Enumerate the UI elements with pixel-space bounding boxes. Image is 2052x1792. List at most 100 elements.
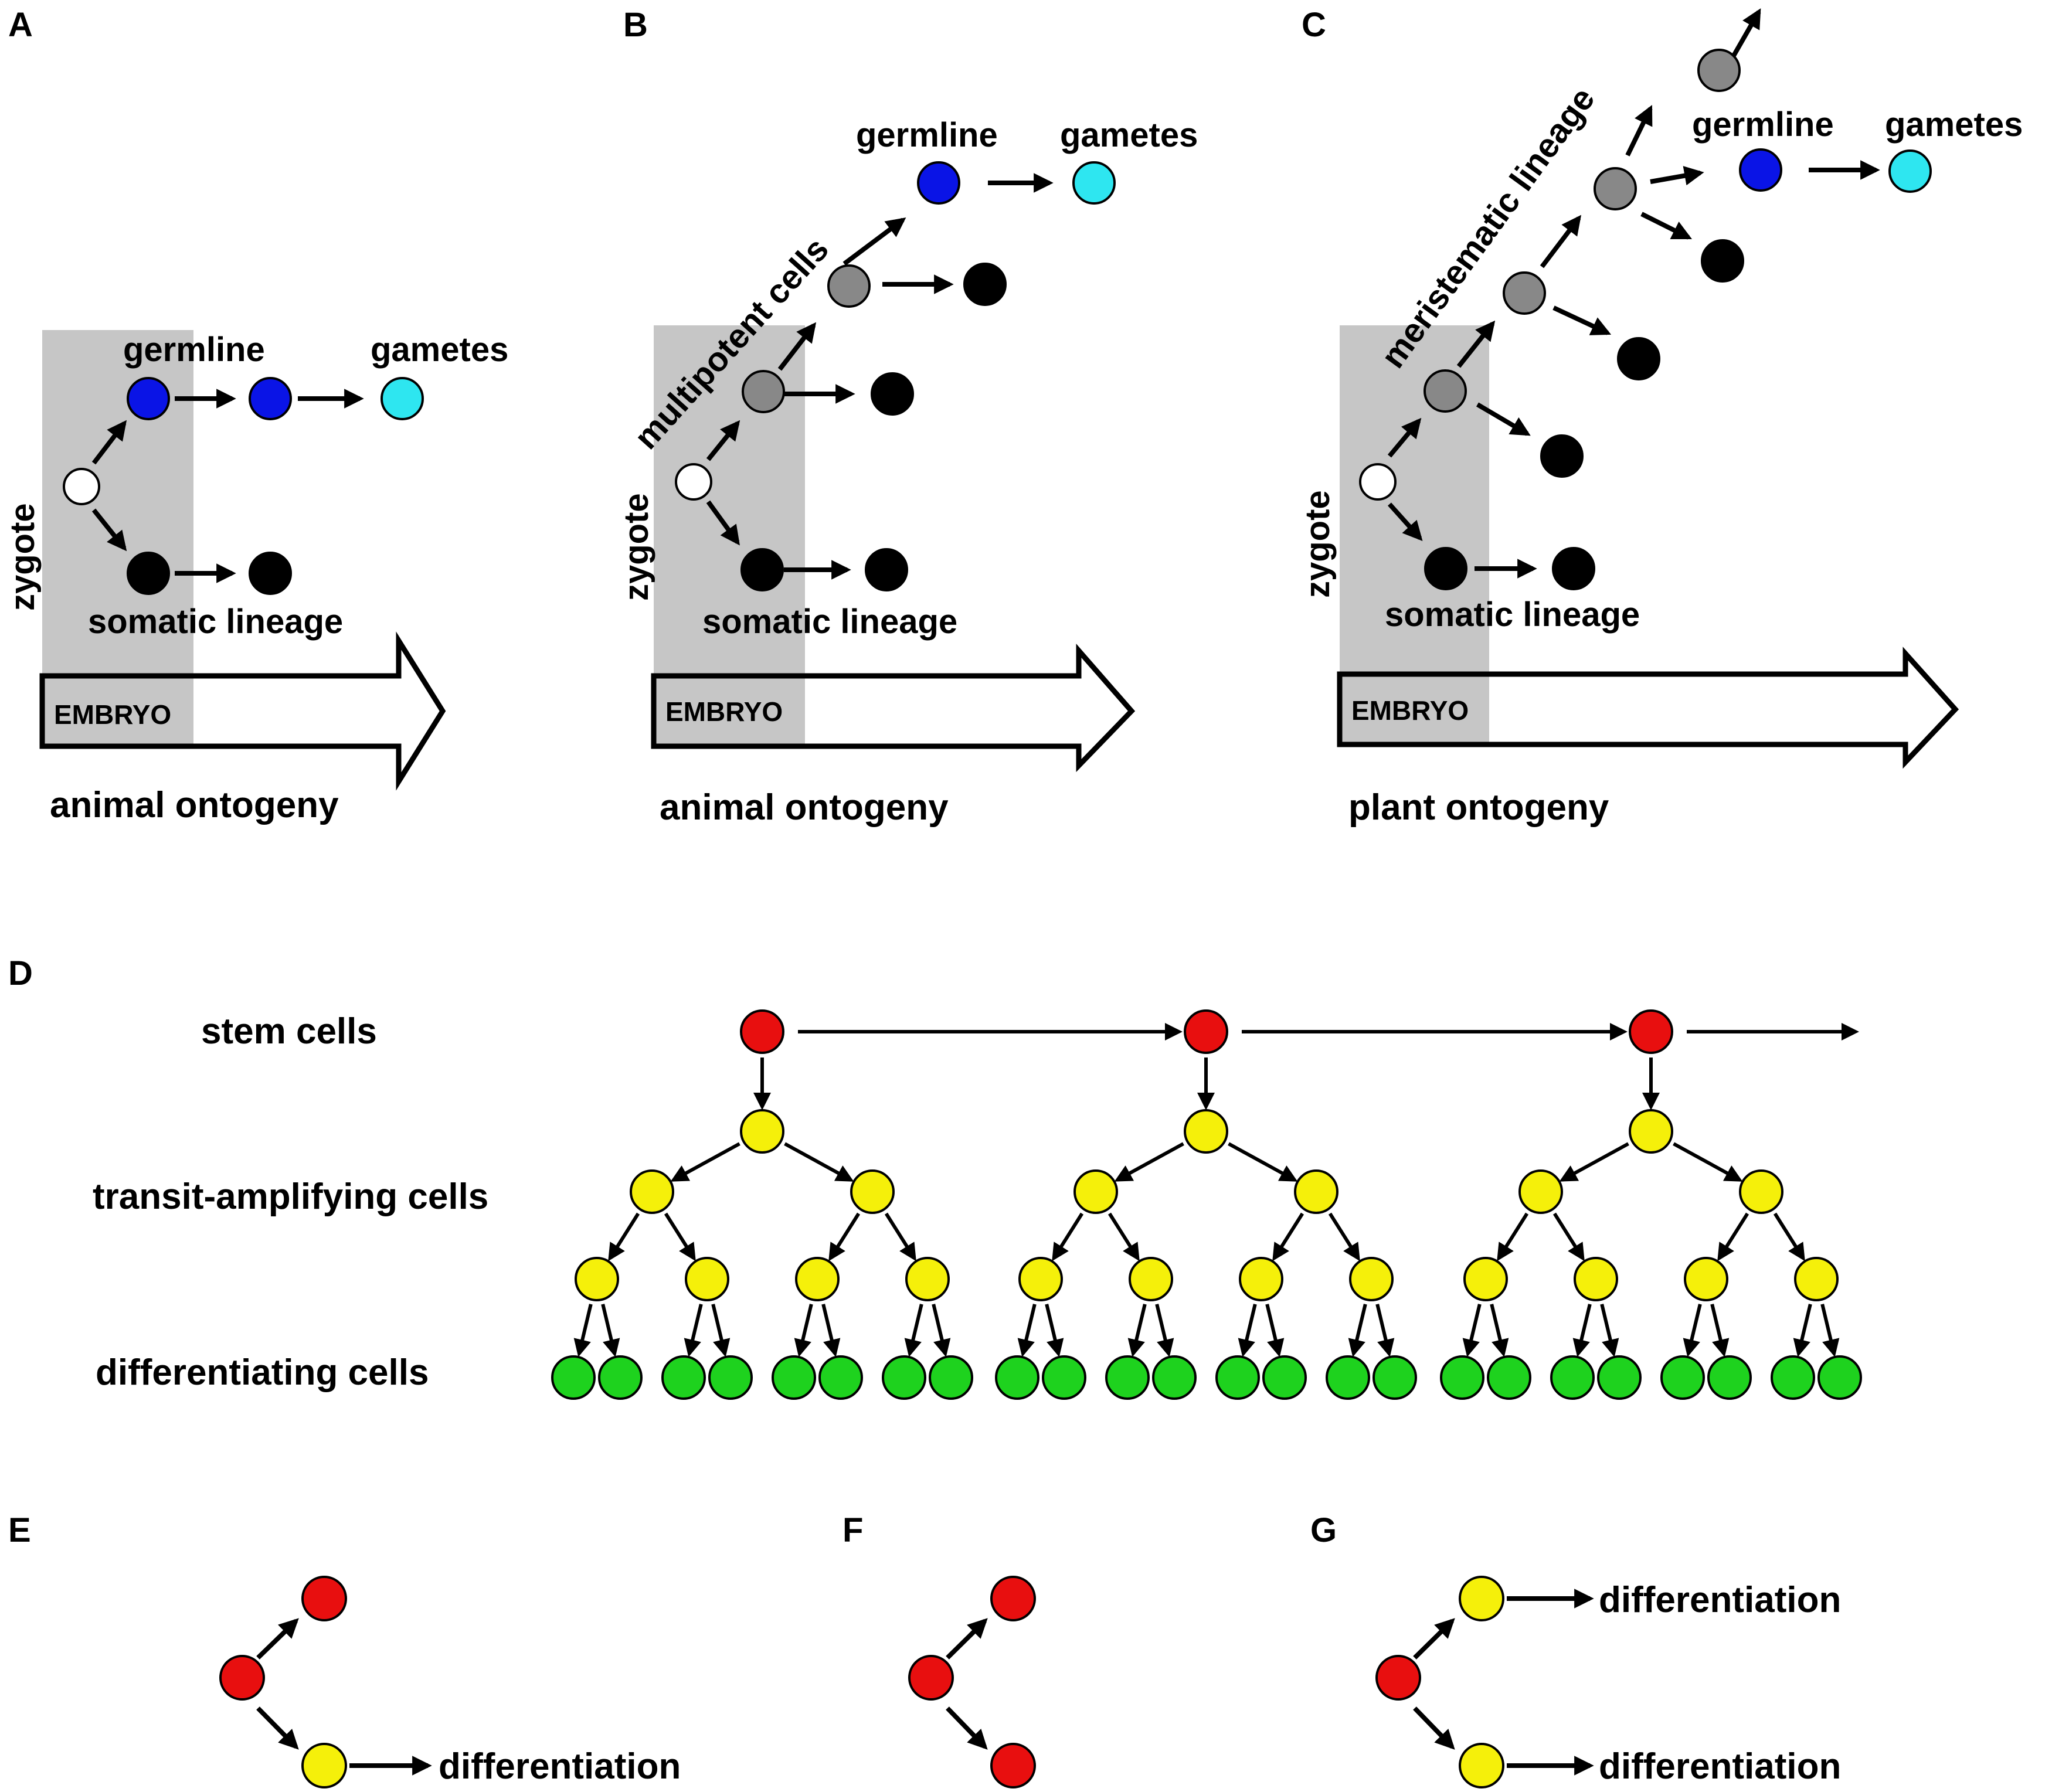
differentiation-label-g-bottom: differentiation: [1599, 1746, 1841, 1787]
differentiating-cell: [1042, 1355, 1086, 1400]
differentiating-cell: [1215, 1355, 1260, 1400]
multipotent-cell-b2: [827, 264, 871, 308]
differentiating-cells-label: differentiating cells: [96, 1352, 429, 1393]
transit-amplifying-cell: [1129, 1257, 1173, 1301]
transit-amplifying-cell: [1073, 1169, 1118, 1214]
differentiating-cell: [661, 1355, 706, 1400]
germline-label-a: germline: [123, 331, 265, 369]
panel-e: E differentiation: [8, 1511, 681, 1788]
somatic-cell-c4: [1424, 547, 1467, 590]
somatic-cell-a: [127, 552, 170, 595]
transit-amplifying-cell: [1463, 1257, 1508, 1301]
transit-amplifying-cell: [1574, 1257, 1618, 1301]
differentiating-cell: [1372, 1355, 1417, 1400]
panel-g: G differentiation differentiation: [1310, 1511, 1841, 1788]
differentiation-arrow: [1462, 1304, 1482, 1357]
transit-amplifying-cell: [685, 1257, 729, 1301]
differentiation-label-g-top: differentiation: [1599, 1580, 1841, 1620]
panel-c: C EMBRYO germline gametes meristematic l…: [1299, 6, 2023, 828]
germline-cell-a: [127, 377, 170, 420]
differentiating-cell: [551, 1355, 596, 1400]
embryo-label-a: EMBRYO: [54, 699, 171, 730]
panel-a: A EMBRYO germline gametes somatic lineag…: [4, 6, 508, 825]
somatic-cell-b1: [871, 372, 914, 416]
caption-b: animal ontogeny: [660, 787, 949, 828]
transit-branch-arrow: [1228, 1142, 1298, 1182]
differentiating-cell: [772, 1355, 816, 1400]
differentiation-arrow: [1710, 1304, 1730, 1357]
differentiation-arrow: [1045, 1304, 1064, 1357]
stem-cell-g: [1375, 1655, 1421, 1701]
panel-b: B EMBRYO germline gametes multipotent ce…: [617, 6, 1198, 828]
stem-cells-label: stem cells: [201, 1011, 377, 1052]
transit-branch-arrow: [1497, 1212, 1529, 1261]
transit-amplifying-cell: [740, 1109, 784, 1154]
transit-amplifying-cell: [1518, 1169, 1563, 1214]
differentiation-arrow: [1490, 1304, 1509, 1357]
zygote-label-c: zygote: [1299, 490, 1337, 598]
differentiation-arrow: [1127, 1304, 1147, 1357]
meristem-cell-c2: [1503, 271, 1546, 315]
differentiating-cell: [995, 1355, 1039, 1400]
somatic-label-b: somatic lineage: [702, 603, 957, 641]
panel-b-letter: B: [623, 6, 648, 44]
differentiating-cell: [1660, 1355, 1705, 1400]
panel-f-letter: F: [842, 1511, 863, 1549]
differentiating-cell: [1440, 1355, 1484, 1400]
zygote-cell-a: [63, 468, 100, 505]
differentiation-arrow: [1572, 1304, 1592, 1357]
differentiation-arrow: [1238, 1304, 1257, 1357]
transit-amplifying-cell: [1684, 1257, 1728, 1301]
differentiation-arrow: [1793, 1304, 1812, 1357]
differentiating-cell: [1597, 1355, 1642, 1400]
meristem-cell-c4: [1697, 49, 1741, 92]
embryo-label-b: EMBRYO: [665, 696, 783, 727]
differentiating-cell: [708, 1355, 753, 1400]
germline-cell-c: [1739, 148, 1782, 192]
differentiation-arrow: [794, 1304, 813, 1357]
panel-d: D stem cells transit-amplifying cells di…: [8, 954, 1862, 1400]
embryo-label-c: EMBRYO: [1351, 695, 1469, 726]
caption-a: animal ontogeny: [50, 785, 339, 825]
differentiation-arrow: [821, 1304, 841, 1357]
differentiation-arrow: [1017, 1304, 1037, 1357]
germline-label-b: germline: [856, 116, 998, 154]
transit-amplifying-cell: [1349, 1257, 1394, 1301]
transit-branch-arrow: [1773, 1212, 1805, 1261]
differentiation-arrow: [1155, 1304, 1174, 1357]
somatic-cell-c5: [1552, 547, 1595, 590]
transit-branch-arrow: [1559, 1142, 1629, 1182]
germline-cell-a2: [249, 377, 292, 420]
differentiation-arrow: [1600, 1304, 1619, 1357]
differentiating-cell: [1152, 1355, 1197, 1400]
transit-cells-label: transit-amplifying cells: [93, 1176, 488, 1217]
transit-amplifying-cell: [630, 1169, 674, 1214]
differentiating-cell: [1326, 1355, 1370, 1400]
differentiating-cell: [1817, 1355, 1862, 1400]
gametes-label-b: gametes: [1060, 116, 1198, 154]
somatic-cell-b2: [963, 263, 1007, 306]
differentiation-arrow: [1683, 1304, 1702, 1357]
germline-cell-b: [917, 161, 960, 205]
transit-cell-e: [301, 1743, 347, 1788]
somatic-cell-c1: [1540, 434, 1584, 478]
differentiation-arrow: [1375, 1304, 1395, 1357]
transit-branch-arrow: [1114, 1142, 1184, 1182]
transit-amplifying-cell: [575, 1257, 619, 1301]
stem-cell: [740, 1009, 784, 1054]
meristem-cell-c1: [1424, 369, 1467, 413]
transit-branch-arrow: [828, 1212, 861, 1261]
differentiating-cell: [818, 1355, 863, 1400]
transit-amplifying-cell: [1629, 1109, 1673, 1154]
transit-branch-arrow: [1552, 1212, 1585, 1261]
panel-e-letter: E: [8, 1511, 31, 1549]
transit-branch-arrow: [664, 1212, 696, 1261]
differentiation-arrow: [1265, 1304, 1285, 1357]
transit-amplifying-cell: [1794, 1257, 1839, 1301]
stem-cell: [1629, 1009, 1673, 1054]
differentiating-cell: [1262, 1355, 1307, 1400]
panel-d-letter: D: [8, 954, 33, 992]
hierarchy-tree: [551, 1009, 1862, 1400]
transit-branch-arrow: [670, 1142, 740, 1182]
transit-amplifying-cell: [1018, 1257, 1063, 1301]
